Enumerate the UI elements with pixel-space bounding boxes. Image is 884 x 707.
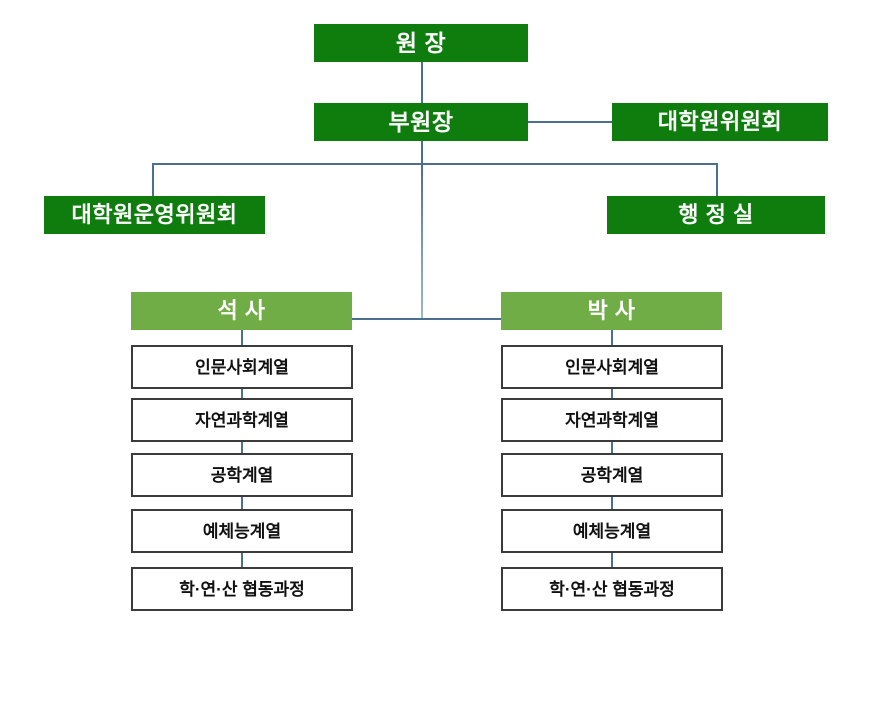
- doctor-item-3[interactable]: 예체능계열: [501, 509, 723, 553]
- node-master-header[interactable]: 석 사: [131, 292, 352, 330]
- node-vice-director[interactable]: 부원장: [314, 103, 528, 141]
- connector-master-item-3-4: [241, 553, 243, 567]
- node-operating-committee[interactable]: 대학원운영위원회: [44, 196, 265, 234]
- connector-trunk-lower: [421, 163, 423, 319]
- connector-master-item-1-2: [241, 442, 243, 453]
- doctor-item-2[interactable]: 공학계열: [501, 453, 723, 497]
- connector-degree-row-left: [352, 318, 422, 320]
- connector-doctor-to-items: [611, 330, 613, 345]
- connector-degree-row-right: [421, 318, 501, 320]
- connector-branch-to-administrative-office: [716, 163, 718, 196]
- connector-doctor-item-1-2: [611, 442, 613, 453]
- connector-vice-trunk-upper: [421, 141, 423, 164]
- connector-director-to-vice: [421, 62, 423, 103]
- doctor-item-4[interactable]: 학·연·산 협동과정: [501, 567, 723, 611]
- node-doctor-header[interactable]: 박 사: [501, 292, 722, 330]
- connector-doctor-item-3-4: [611, 553, 613, 567]
- connector-master-item-2-3: [241, 497, 243, 509]
- master-item-1[interactable]: 자연과학계열: [131, 398, 353, 442]
- node-director[interactable]: 원 장: [314, 24, 528, 62]
- connector-branch-to-operating-committee: [152, 163, 154, 196]
- master-item-2[interactable]: 공학계열: [131, 453, 353, 497]
- connector-branch-bar: [152, 163, 717, 165]
- connector-doctor-item-0-1: [611, 389, 613, 398]
- connector-master-item-0-1: [241, 389, 243, 398]
- connector-master-to-items: [241, 330, 243, 345]
- doctor-item-1[interactable]: 자연과학계열: [501, 398, 723, 442]
- doctor-item-0[interactable]: 인문사회계열: [501, 345, 723, 389]
- node-administrative-office[interactable]: 행 정 실: [607, 196, 825, 234]
- node-graduate-committee[interactable]: 대학원위원회: [612, 103, 828, 141]
- master-item-4[interactable]: 학·연·산 협동과정: [131, 567, 353, 611]
- master-item-0[interactable]: 인문사회계열: [131, 345, 353, 389]
- connector-vice-to-graduate-committee: [528, 121, 612, 123]
- master-item-3[interactable]: 예체능계열: [131, 509, 353, 553]
- connector-doctor-item-2-3: [611, 497, 613, 509]
